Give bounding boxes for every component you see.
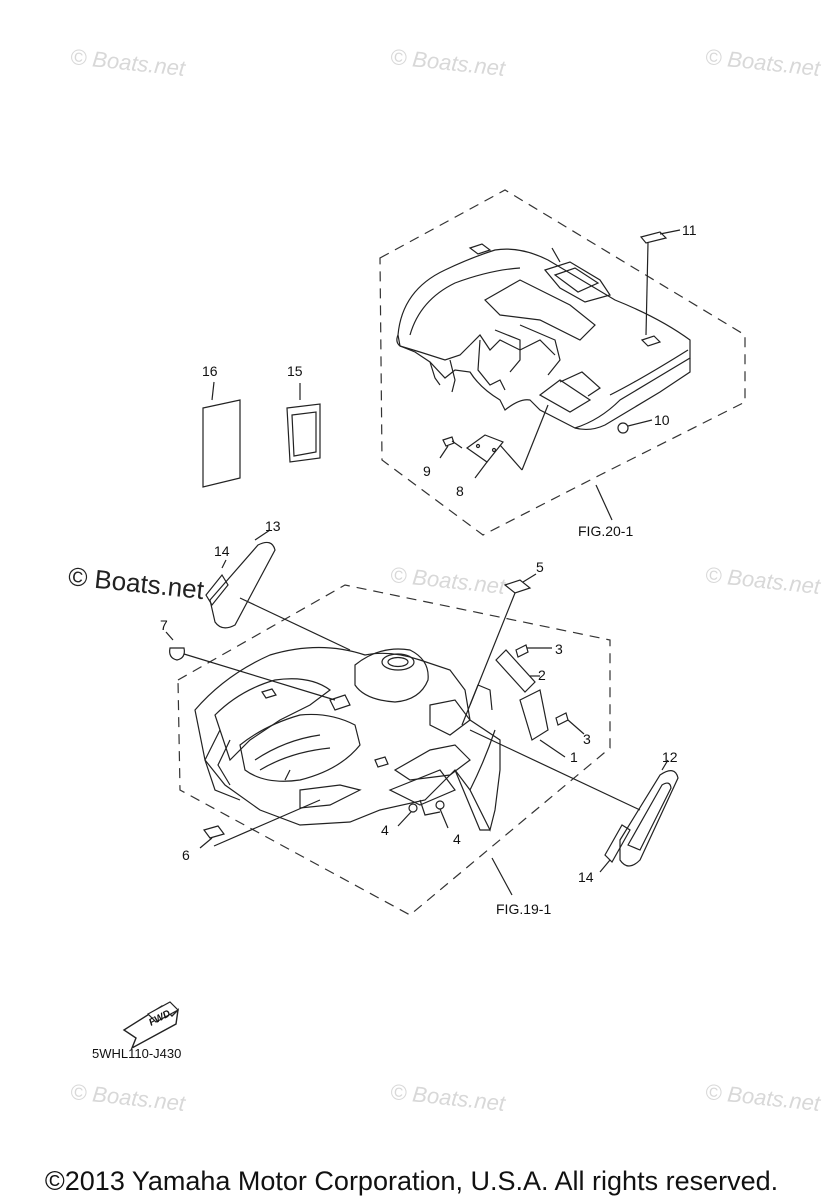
callout-4: 4 xyxy=(453,831,461,847)
part-3-bolt xyxy=(515,644,529,658)
callout-3: 3 xyxy=(555,641,563,657)
callout-14: 14 xyxy=(214,543,230,559)
part-7-emblem xyxy=(169,647,185,661)
part-1-bracket xyxy=(519,689,549,741)
exploded-view: 1 2 3 3 4 4 5 6 7 8 9 10 11 12 13 14 14 … xyxy=(92,189,746,1061)
part-4-grommet xyxy=(408,803,418,813)
figure-ref-front: FIG.19-1 xyxy=(496,901,551,917)
fwd-arrow-icon xyxy=(122,1001,179,1050)
part-12-decal xyxy=(619,770,679,867)
callout-5: 5 xyxy=(536,559,544,575)
rear-fender-group-outline xyxy=(379,189,746,536)
part-14-decal xyxy=(604,824,631,863)
copyright-notice: ©2013 Yamaha Motor Corporation, U.S.A. A… xyxy=(44,1166,779,1196)
part-13-decal xyxy=(209,541,276,629)
part-11-label xyxy=(639,231,668,244)
part-4-grommet xyxy=(435,800,445,810)
front-fender-part xyxy=(194,646,501,832)
callout-3: 3 xyxy=(583,731,591,747)
part-15-packet xyxy=(286,403,321,463)
rear-fender-part xyxy=(396,243,691,431)
part-2-bracket xyxy=(495,649,536,693)
callout-8: 8 xyxy=(456,483,464,499)
callout-7: 7 xyxy=(160,617,168,633)
callout-12: 12 xyxy=(662,749,678,765)
callout-9: 9 xyxy=(423,463,431,479)
callout-11: 11 xyxy=(682,222,697,238)
part-6-label xyxy=(202,825,226,839)
callout-2: 2 xyxy=(538,667,546,683)
callout-13: 13 xyxy=(265,518,281,534)
front-fender-group-outline xyxy=(177,584,611,916)
callout-4: 4 xyxy=(381,822,389,838)
callout-14: 14 xyxy=(578,869,594,885)
part-10-grommet xyxy=(617,422,629,434)
diagram-code: 5WHL110-J430 xyxy=(92,1046,181,1061)
callout-10: 10 xyxy=(654,412,670,428)
part-5-label xyxy=(503,579,532,594)
part-8-plate xyxy=(465,434,504,463)
part-3-bolt xyxy=(555,712,569,726)
part-14-decal xyxy=(205,573,229,607)
callout-6: 6 xyxy=(182,847,190,863)
callout-1: 1 xyxy=(570,749,578,765)
callout-16: 16 xyxy=(202,363,218,379)
callout-15: 15 xyxy=(287,363,303,379)
part-16-packet xyxy=(202,399,241,488)
figure-ref-rear: FIG.20-1 xyxy=(578,523,633,539)
